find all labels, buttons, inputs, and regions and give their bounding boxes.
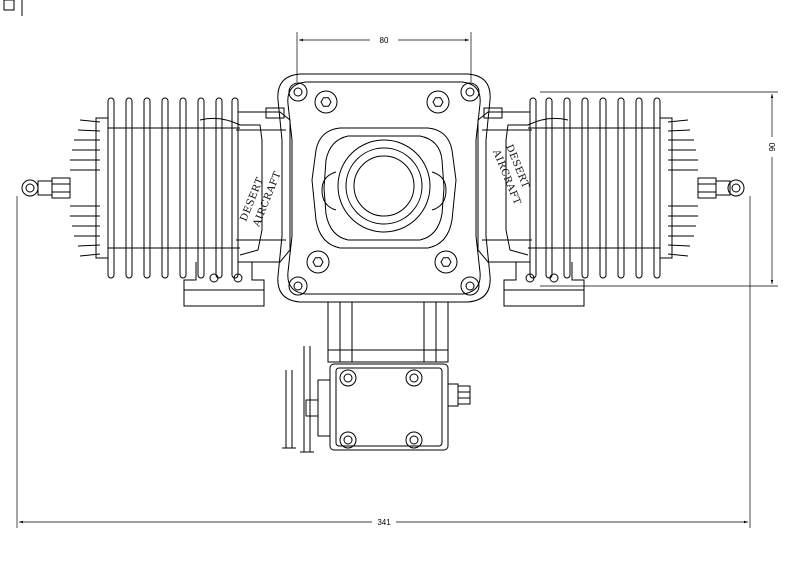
left-cylinder-base xyxy=(183,107,291,307)
right-cylinder-base xyxy=(477,107,585,307)
corner-fragment xyxy=(3,0,23,16)
mount-bolt-tl xyxy=(288,82,308,102)
brand-label-left: DESERT AIRCRAFT xyxy=(239,170,284,229)
mount-plate-outer xyxy=(277,73,491,303)
dimension-right-90 xyxy=(540,91,778,287)
ignition-bolt-tr xyxy=(405,369,423,387)
mount-bolt-tr xyxy=(460,82,480,102)
brand-label-right: DESERT AIRCRAFT xyxy=(490,143,531,207)
left-head-fins xyxy=(70,117,109,259)
left-cylinder xyxy=(21,97,291,307)
lower-body xyxy=(327,302,449,363)
shaft-ring-outer xyxy=(337,139,431,233)
inner-bolt-tr xyxy=(426,90,450,114)
left-spark-plug xyxy=(21,177,71,199)
shaft-ring-inner xyxy=(353,155,415,217)
dim-label-80: 80 xyxy=(380,36,389,45)
ignition-bolt-bl xyxy=(339,431,357,449)
left-cylinder-fins xyxy=(107,97,240,279)
right-cylinder xyxy=(477,97,745,307)
inner-bolt-br xyxy=(434,250,458,274)
right-head-fins xyxy=(659,117,698,259)
mount-bolt-br xyxy=(460,276,480,296)
dimension-top-80 xyxy=(296,32,472,82)
crankcase xyxy=(277,73,491,303)
right-spark-plug xyxy=(697,177,745,199)
ignition-module xyxy=(282,346,471,453)
dim-label-90: 90 xyxy=(768,142,777,151)
ignition-bolt-tl xyxy=(339,369,357,387)
inner-bolt-bl xyxy=(306,250,330,274)
dimension-overall-341 xyxy=(16,196,751,528)
right-cylinder-fins xyxy=(528,97,661,279)
ignition-bolt-br xyxy=(405,431,423,449)
dim-label-341: 341 xyxy=(377,518,391,527)
shaft-ring-mid xyxy=(345,147,423,225)
mount-bolt-bl xyxy=(288,276,308,296)
inner-bolt-tl xyxy=(314,90,338,114)
crank-housing xyxy=(311,127,457,249)
mount-plate-inner xyxy=(287,81,481,295)
